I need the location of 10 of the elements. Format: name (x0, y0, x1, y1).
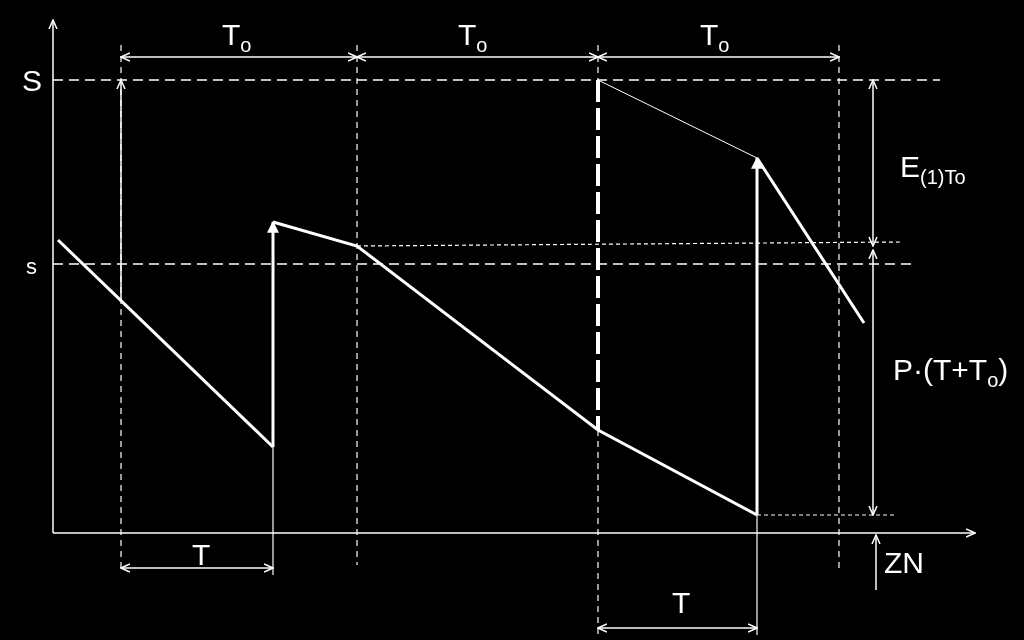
axis-label: T$_{o}$ (458, 20, 488, 55)
axis-label: T (672, 588, 691, 618)
axis-label: T$_{o}$ (222, 20, 252, 55)
axis-label: P·(T+T$_{o}$) (893, 355, 1009, 390)
axis-label: ZN (884, 548, 924, 578)
axis-label: S (22, 66, 42, 96)
axis-label: T (192, 540, 211, 570)
axis-label: E$_{(1)To}$ (900, 152, 966, 187)
axis-label: s (26, 256, 37, 278)
axis-label: T$_{o}$ (700, 20, 730, 55)
